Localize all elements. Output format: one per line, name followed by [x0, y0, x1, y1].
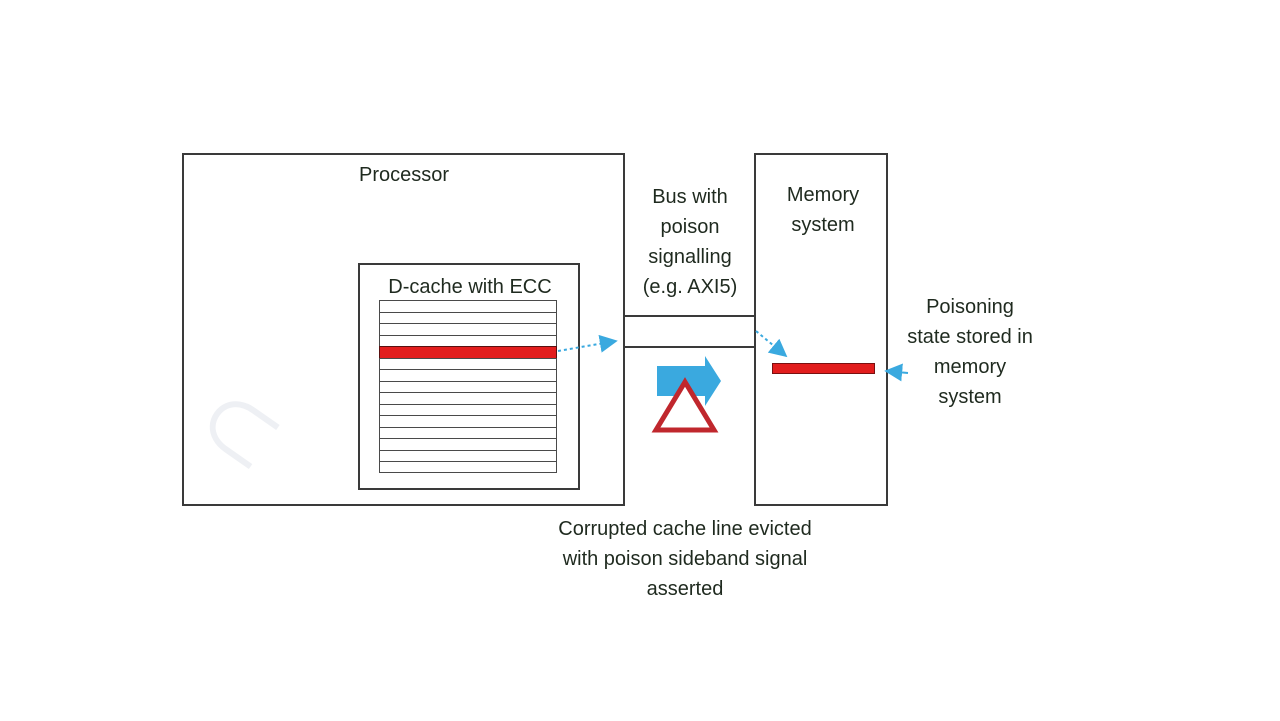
- warning-triangle-icon: [651, 377, 719, 433]
- memory-poison-bar: [772, 363, 875, 374]
- eviction-caption-line-1: Corrupted cache line evicted: [558, 518, 812, 540]
- cache-line: [379, 449, 557, 461]
- cache-line: [379, 334, 557, 346]
- poison-state-arrow: [884, 363, 909, 382]
- cache-line: [379, 403, 557, 415]
- cache-to-bus-arrow: [557, 334, 618, 353]
- poison-state-line-3: memory: [933, 356, 1007, 378]
- corrupt-cache-line: [379, 346, 557, 358]
- bus-label: Bus with poison signalling (e.g. AXI5): [620, 182, 760, 302]
- poison-state-line-2: state stored in: [907, 326, 1033, 348]
- bus-to-memory-arrow: [755, 330, 788, 358]
- cache-line: [379, 323, 557, 335]
- cache-line: [379, 461, 557, 473]
- poison-state-line-4: system: [938, 386, 1002, 408]
- poison-state-label: Poisoning state stored in memory system: [880, 292, 1060, 412]
- cache-line: [379, 369, 557, 381]
- cache-line: [379, 300, 557, 312]
- processor-box: [182, 153, 625, 506]
- eviction-caption-line-2: with poison sideband signal: [562, 548, 808, 570]
- bus-label-line-2: poison: [660, 216, 720, 238]
- memory-label: Memory system: [756, 180, 890, 240]
- memory-label-line-1: Memory: [786, 184, 860, 206]
- memory-box: [754, 153, 888, 506]
- cache-line: [379, 415, 557, 427]
- dcache-label: D-cache with ECC: [388, 276, 552, 298]
- memory-label-line-2: system: [791, 214, 855, 236]
- bus-label-line-3: signalling: [648, 246, 732, 268]
- cache-line: [379, 426, 557, 438]
- processor-label: Processor: [358, 164, 450, 186]
- cache-line: [379, 380, 557, 392]
- eviction-caption: Corrupted cache line evicted with poison…: [510, 514, 860, 604]
- bus-label-line-1: Bus with: [652, 186, 728, 208]
- poison-state-line-1: Poisoning: [926, 296, 1014, 318]
- cache-line: [379, 357, 557, 369]
- cache-line: [379, 311, 557, 323]
- eviction-caption-line-3: asserted: [646, 578, 724, 600]
- right-arrow-icon: [657, 356, 721, 406]
- bus-label-line-4: (e.g. AXI5): [642, 276, 738, 298]
- cache-line: [379, 392, 557, 404]
- cache-line: [379, 438, 557, 450]
- dcache-box: [358, 263, 580, 490]
